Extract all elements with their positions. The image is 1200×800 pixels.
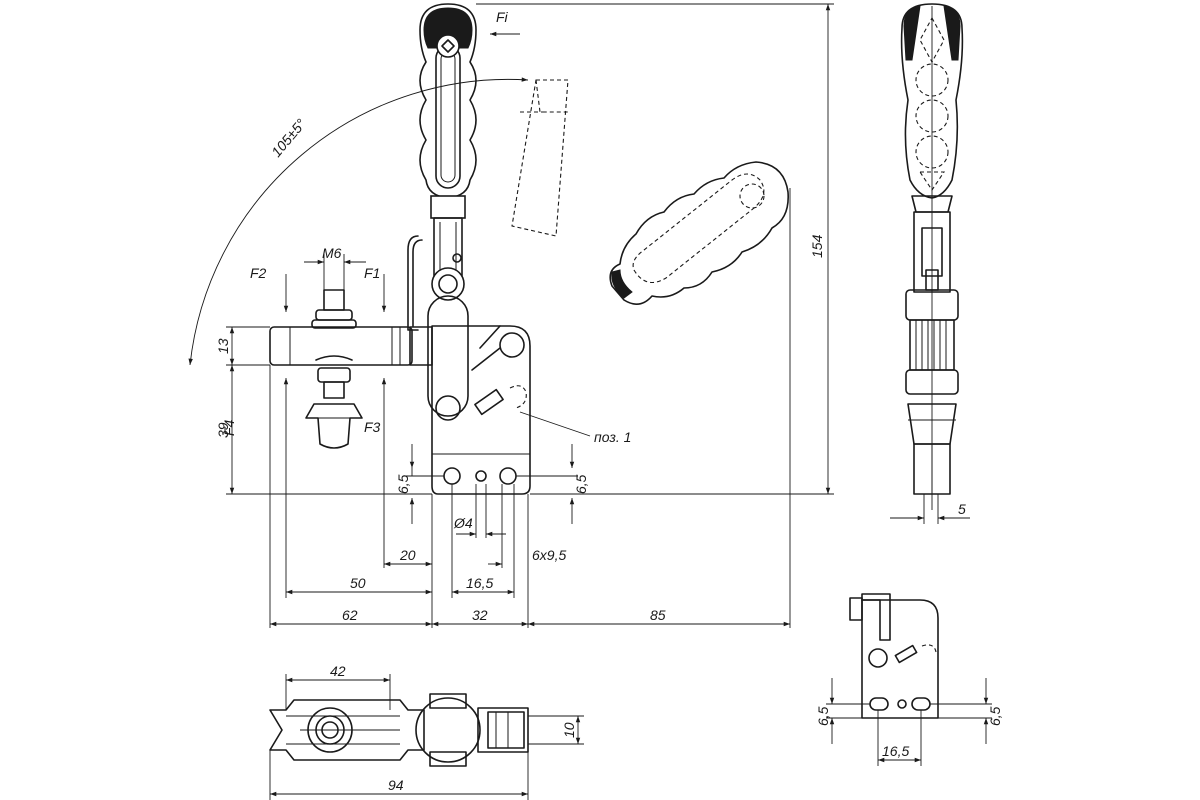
dim-10: 10	[561, 722, 577, 738]
dim-6-5-right: 6,5	[573, 474, 589, 494]
dim-5: 5	[958, 501, 966, 517]
label-f2: F2	[250, 265, 267, 281]
dim-50: 50	[350, 575, 366, 591]
base-plate	[431, 325, 531, 495]
dim-42: 42	[330, 663, 346, 679]
labels: Fi 105±5° M6 F1 F2 F3 F4 поз. 1 154 13 3…	[215, 9, 1003, 793]
dim-85: 85	[650, 607, 666, 623]
label-fi: Fi	[496, 9, 509, 25]
label-f1: F1	[364, 265, 380, 281]
base-detail-view	[849, 593, 939, 719]
link-arm	[407, 235, 469, 421]
dim-6-5-small-right: 6,5	[987, 706, 1003, 726]
dim-6-5-small-left: 6,5	[815, 706, 831, 726]
dim-hole: Ø4	[453, 515, 473, 531]
label-f3: F3	[364, 419, 381, 435]
dim-39: 39	[215, 422, 231, 438]
handle-open-position	[609, 161, 789, 305]
dim-94: 94	[388, 777, 404, 793]
label-f4: F4	[221, 419, 237, 436]
dim-20: 20	[399, 547, 416, 563]
dim-32: 32	[472, 607, 488, 623]
dim-6-5-left: 6,5	[395, 474, 411, 494]
dim-13: 13	[215, 338, 231, 354]
dim-16-5-small: 16,5	[882, 743, 909, 759]
label-thread: M6	[322, 245, 342, 261]
top-view	[269, 693, 529, 767]
dim-154: 154	[809, 234, 825, 258]
side-view	[900, 3, 964, 510]
dim-16-5: 16,5	[466, 575, 493, 591]
front-view	[269, 3, 789, 495]
spindle-pad	[305, 289, 363, 449]
dim-slot: 6x9,5	[532, 547, 566, 563]
dimension-lines	[188, 3, 992, 800]
handle-grip	[419, 3, 477, 199]
label-angle: 105±5°	[268, 115, 309, 160]
label-part-ref: поз. 1	[594, 429, 631, 445]
handle-ghost-position	[511, 79, 569, 237]
dim-62: 62	[342, 607, 358, 623]
